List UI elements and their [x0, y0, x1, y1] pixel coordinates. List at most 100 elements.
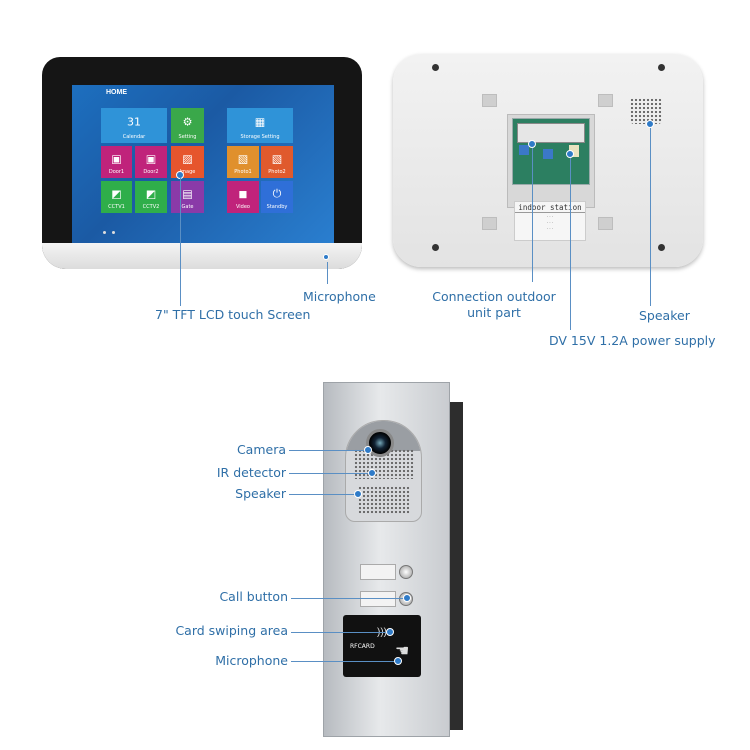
- call-label: Call button: [219, 589, 288, 604]
- screen-leader-line: [180, 178, 181, 306]
- connection-terminal-board: [512, 118, 590, 185]
- tile-door2[interactable]: ▣ Door2: [135, 146, 167, 178]
- ir-label: IR detector: [216, 465, 286, 480]
- speaker-grille: [630, 98, 662, 124]
- connection-label-line1: Connection outdoor: [432, 289, 556, 304]
- sticker-title: indoor station: [515, 203, 585, 213]
- tile-label: CCTV2: [142, 204, 160, 210]
- microphone-bottom-marker-dot: [394, 657, 402, 665]
- speaker-marker-dot: [646, 120, 654, 128]
- camera-plate: [345, 420, 422, 522]
- connector: [519, 145, 529, 155]
- mount-slot: [482, 94, 497, 107]
- gate-icon: ▤: [182, 187, 193, 201]
- tile-label: Photo1: [234, 169, 252, 175]
- tile-label: Video: [235, 204, 250, 210]
- indoor-station-sticker: indoor station ... ... ...: [514, 201, 586, 241]
- storage-icon: ▦: [254, 115, 266, 129]
- connector: [569, 145, 579, 157]
- video-icon: ◼: [238, 187, 248, 201]
- card-text: RFCARD: [350, 643, 375, 650]
- indoor-monitor-back: indoor station ... ... ...: [393, 54, 703, 267]
- microphone-bottom-leader-line: [291, 661, 395, 662]
- tile-door1[interactable]: ▣ Door1: [101, 146, 132, 178]
- connection-leader-line: [532, 148, 533, 282]
- card-reader[interactable]: ))) RFCARD ☚: [343, 615, 421, 677]
- tile-label: Door2: [143, 169, 159, 175]
- camera-label: Camera: [236, 442, 286, 457]
- call-leader-line: [291, 598, 405, 599]
- tile-video[interactable]: ◼ Video: [227, 181, 259, 213]
- screw: [658, 64, 665, 71]
- ir-marker-dot: [368, 469, 376, 477]
- screw: [658, 244, 665, 251]
- tile-label: Photo2: [268, 169, 286, 175]
- terminal-block: [517, 123, 585, 143]
- home-label: HOME: [106, 89, 127, 96]
- speaker-bottom-leader-line: [289, 494, 355, 495]
- calendar-icon: 31: [127, 115, 141, 129]
- tile-cctv1[interactable]: ◩ CCTV1: [101, 181, 132, 213]
- tile-label: Gate: [181, 204, 194, 210]
- tile-label: Door1: [108, 169, 125, 175]
- power-leader-line: [570, 158, 571, 330]
- lcd-touch-screen: HOME 31 Calendar ⚙ Setting ▦ Storage Set…: [72, 85, 334, 247]
- door-panel-side: [447, 402, 463, 730]
- card-marker-dot: [386, 628, 394, 636]
- camera-marker-dot: [364, 446, 372, 454]
- camera-lens: [366, 429, 394, 457]
- tile-storage-setting[interactable]: ▦ Storage Setting: [227, 108, 293, 143]
- tile-label: Storage Setting: [240, 134, 280, 140]
- tile-label: CCTV1: [108, 204, 125, 210]
- speaker-grille: [358, 486, 410, 514]
- speaker-leader-line: [650, 128, 651, 306]
- microphone-label-top: Microphone: [303, 289, 376, 304]
- card-leader-line: [291, 632, 387, 633]
- call-marker-dot: [403, 594, 411, 602]
- screw: [432, 64, 439, 71]
- sticker-line: ...: [546, 225, 554, 230]
- indicator-led: [112, 231, 115, 234]
- speaker-label-bottom: Speaker: [235, 486, 286, 501]
- image-icon: ▨: [182, 152, 193, 166]
- connector: [543, 149, 553, 159]
- sticker-line: ...: [546, 213, 554, 218]
- indicator-led: [103, 231, 106, 234]
- door-icon: ▣: [145, 152, 157, 166]
- tile-standby[interactable]: ⏻ Standby: [261, 181, 293, 213]
- microphone-leader-line: [327, 262, 328, 284]
- tile-gate[interactable]: ▤ Gate: [171, 181, 204, 213]
- screw: [432, 244, 439, 251]
- nameplate: [360, 591, 396, 607]
- ir-leader-line: [289, 473, 369, 474]
- screen-label: 7" TFT LCD touch Screen: [155, 307, 311, 322]
- photo-icon: ▧: [237, 152, 249, 166]
- card-area-label: Card swiping area: [175, 623, 288, 638]
- tile-photo2[interactable]: ▧ Photo2: [261, 146, 293, 178]
- mount-slot: [598, 94, 613, 107]
- microphone-hole: [323, 254, 329, 260]
- microphone-label-bottom: Microphone: [215, 653, 288, 668]
- power-icon: ⏻: [272, 186, 282, 200]
- connection-label-line2: unit part: [467, 305, 521, 320]
- cctv-icon: ◩: [145, 187, 157, 201]
- tile-label: Standby: [266, 204, 288, 210]
- photo-icon: ▧: [271, 152, 283, 166]
- speaker-label-top: Speaker: [639, 308, 690, 323]
- tile-setting[interactable]: ⚙ Setting: [171, 108, 204, 143]
- tile-label: Image: [179, 169, 196, 175]
- tile-label: Calendar: [122, 134, 146, 140]
- mount-slot: [598, 217, 613, 230]
- cctv-icon: ◩: [111, 187, 122, 201]
- call-button[interactable]: [399, 565, 413, 579]
- speaker-bottom-marker-dot: [354, 490, 362, 498]
- power-marker-dot: [566, 150, 574, 158]
- power-label: DV 15V 1.2A power supply: [549, 333, 716, 348]
- monitor-chin: [42, 231, 362, 269]
- indoor-monitor-front: HOME 31 Calendar ⚙ Setting ▦ Storage Set…: [42, 57, 362, 269]
- connection-marker-dot: [528, 140, 536, 148]
- sticker-line: ...: [546, 219, 554, 224]
- tile-calendar[interactable]: 31 Calendar: [101, 108, 167, 143]
- tile-cctv2[interactable]: ◩ CCTV2: [135, 181, 167, 213]
- tile-photo1[interactable]: ▧ Photo1: [227, 146, 259, 178]
